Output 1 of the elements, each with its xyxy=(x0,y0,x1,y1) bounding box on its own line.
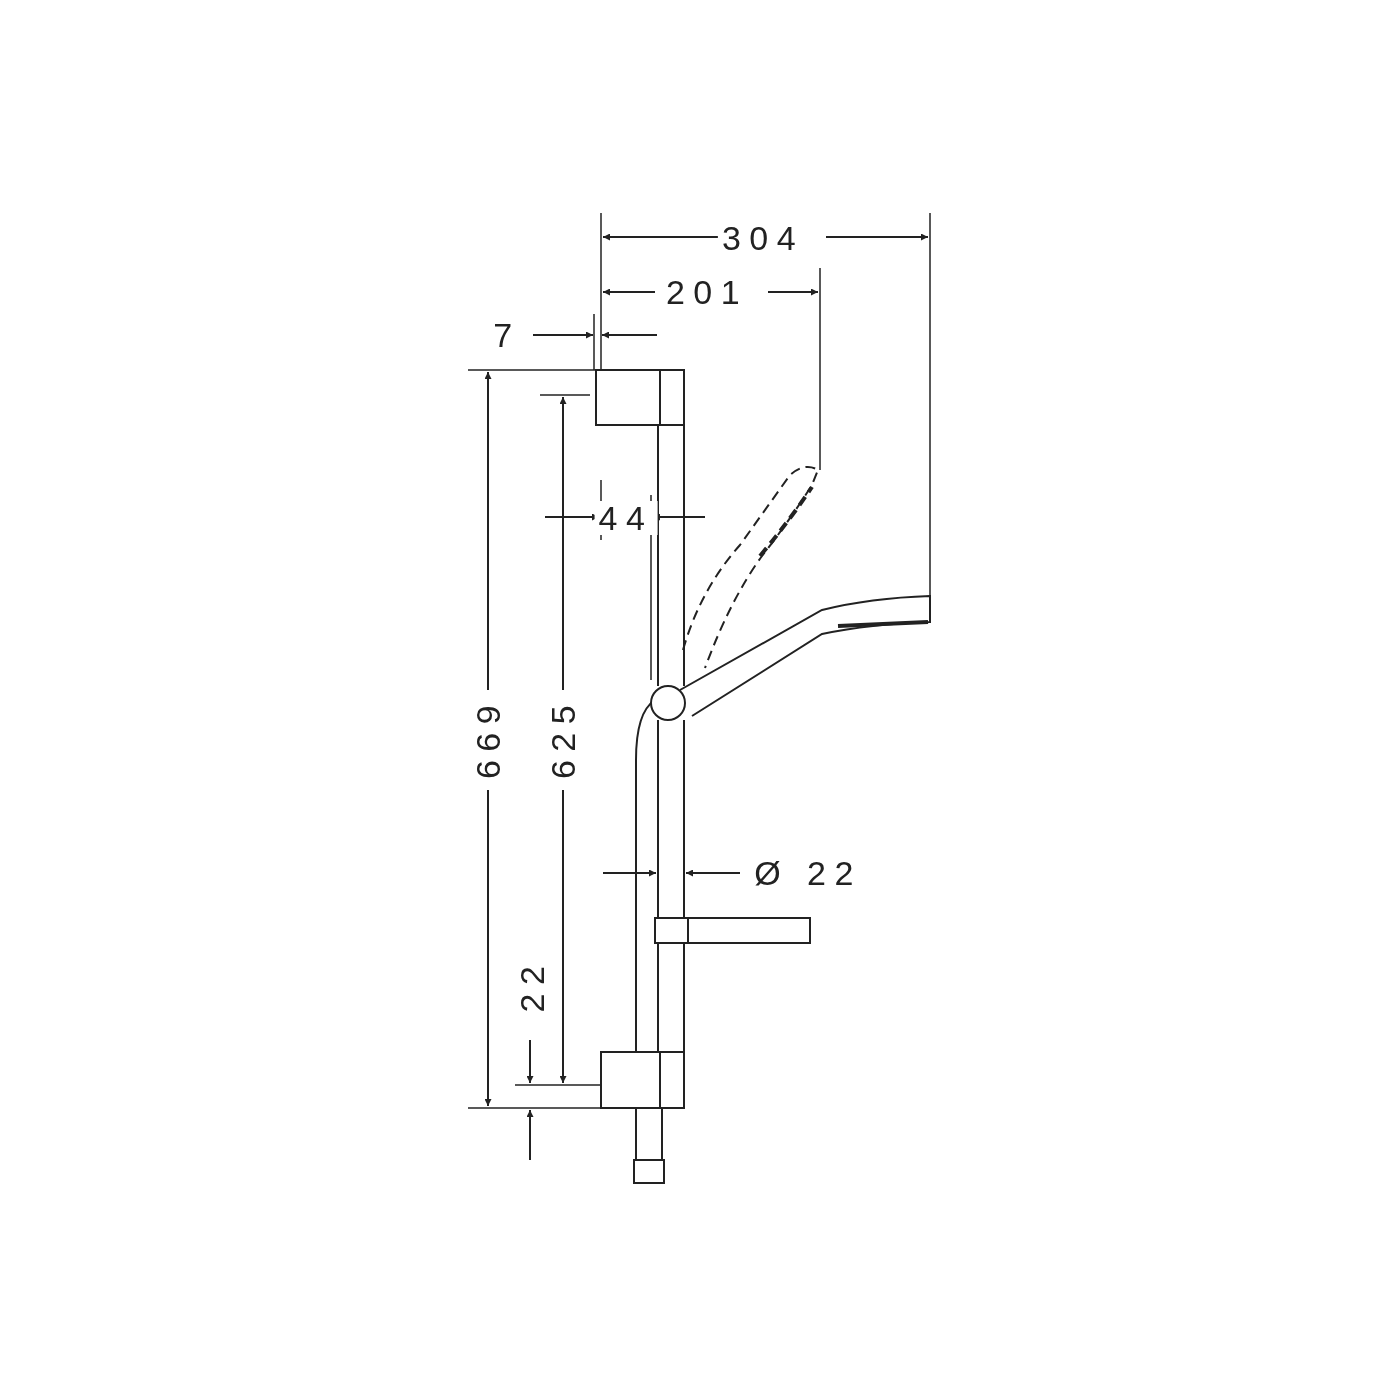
dimension-label: 44 xyxy=(594,501,658,535)
